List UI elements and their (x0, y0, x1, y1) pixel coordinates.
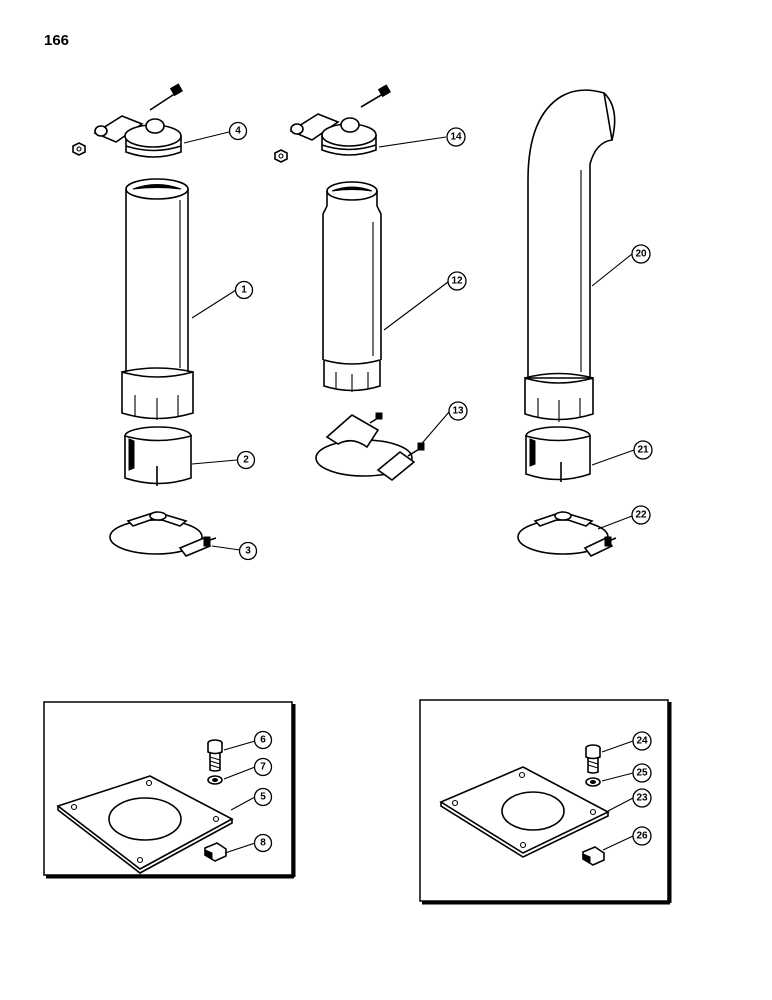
exhaust-pipe-tapered (322, 181, 382, 392)
svg-text:8: 8 (260, 838, 266, 849)
page-number: 166 (44, 32, 70, 49)
callout-24: 24 (632, 731, 652, 751)
clamp-sleeve-right (525, 426, 591, 482)
rain-cap-assembly-middle (274, 84, 392, 163)
u-bolt-clamp (315, 412, 425, 482)
rain-cap-assembly-left (72, 83, 184, 158)
callout-20: 20 (631, 244, 651, 264)
band-clamp-left (109, 511, 217, 557)
callout-6: 6 (253, 730, 273, 750)
callout-13: 13 (448, 401, 468, 421)
svg-text:5: 5 (260, 792, 266, 803)
callout-8: 8 (253, 833, 273, 853)
exhaust-pipe-straight (121, 178, 194, 420)
callout-5: 5 (253, 787, 273, 807)
svg-text:7: 7 (260, 762, 266, 773)
svg-text:24: 24 (636, 736, 648, 747)
svg-text:3: 3 (245, 546, 251, 557)
callout-4: 4 (228, 121, 248, 141)
leader-lines (183, 131, 635, 854)
svg-text:12: 12 (451, 276, 463, 287)
svg-text:13: 13 (452, 406, 464, 417)
clamp-sleeve-left (124, 426, 192, 486)
callout-3: 3 (238, 541, 258, 561)
svg-text:26: 26 (636, 831, 648, 842)
svg-text:25: 25 (636, 768, 648, 779)
callout-1: 1 (234, 280, 254, 300)
callout-2: 2 (236, 450, 256, 470)
svg-text:2: 2 (243, 455, 249, 466)
callout-25: 25 (632, 763, 652, 783)
callout-7: 7 (253, 757, 273, 777)
svg-text:22: 22 (635, 510, 647, 521)
callout-26: 26 (632, 826, 652, 846)
svg-text:21: 21 (637, 445, 649, 456)
callout-23: 23 (632, 788, 652, 808)
svg-text:4: 4 (235, 126, 241, 137)
svg-text:14: 14 (450, 132, 462, 143)
svg-text:6: 6 (260, 735, 266, 746)
svg-text:20: 20 (635, 249, 647, 260)
exhaust-pipe-curved (524, 89, 616, 422)
callout-21: 21 (633, 440, 653, 460)
band-clamp-right (517, 511, 617, 558)
svg-text:23: 23 (636, 793, 648, 804)
callout-22: 22 (631, 505, 651, 525)
flange-plate-box-right (419, 699, 672, 905)
flange-plate-box-left (43, 701, 296, 879)
callout-14: 14 (446, 127, 466, 147)
svg-text:1: 1 (241, 285, 247, 296)
callout-12: 12 (447, 271, 467, 291)
